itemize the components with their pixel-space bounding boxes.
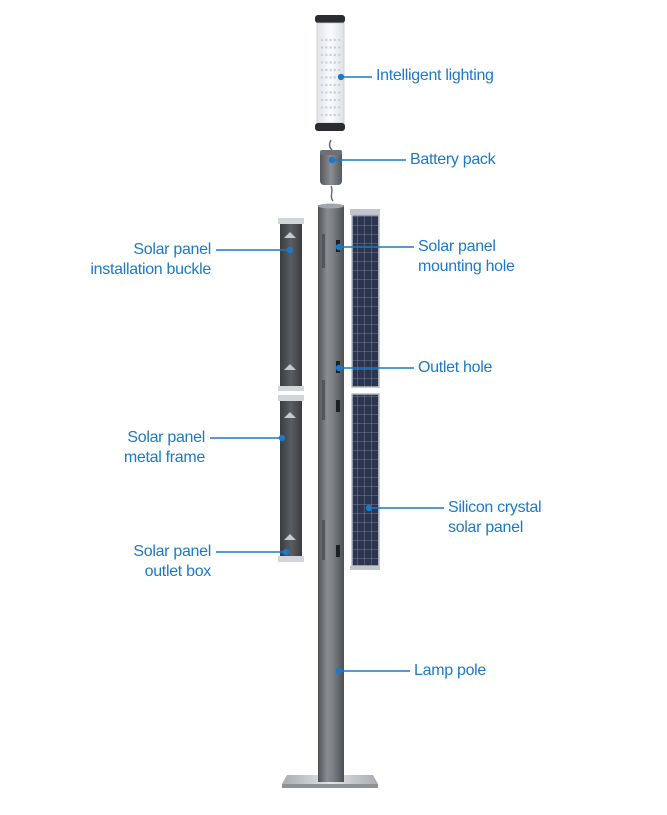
lamp-head: [315, 15, 345, 131]
label-battery-pack: Battery pack: [410, 151, 496, 168]
battery-pack: [320, 139, 342, 202]
led-dot: [325, 46, 328, 49]
metal-frame-upper: [278, 218, 304, 391]
led-dot: [338, 38, 341, 42]
led-dot: [325, 38, 328, 42]
led-dot: [320, 83, 324, 87]
leader-outlet-box-dot: [282, 548, 290, 556]
led-dot: [325, 106, 328, 109]
leader-installation-buckle-dot: [286, 246, 294, 254]
led-dot: [320, 53, 324, 57]
led-dot: [338, 106, 341, 109]
led-dot: [329, 91, 332, 94]
led-dot: [320, 106, 324, 109]
led-dot: [333, 113, 337, 117]
led-dot: [333, 68, 337, 72]
leader-silicon-panel-dot: [365, 504, 373, 512]
led-dot: [329, 61, 332, 64]
led-dot: [333, 61, 337, 64]
led-dot: [333, 46, 337, 49]
led-dot: [325, 113, 328, 117]
led-dot: [338, 68, 341, 72]
lamp-pole-body: [318, 203, 344, 782]
led-dot: [325, 76, 328, 79]
led-dot: [325, 91, 328, 94]
led-dot: [320, 98, 324, 102]
led-dot: [329, 68, 332, 72]
metal-frame-lower: [278, 395, 304, 562]
led-array: [320, 38, 341, 117]
led-dot: [325, 83, 328, 87]
led-dot: [320, 113, 324, 117]
led-dot: [338, 46, 341, 49]
led-dot: [333, 106, 337, 109]
led-dot: [333, 98, 337, 102]
leader-mounting-hole-dot: [335, 243, 343, 251]
led-dot: [333, 76, 337, 79]
led-dot: [338, 113, 341, 117]
solar-panel-lower: [350, 393, 380, 570]
led-dot: [329, 53, 332, 57]
led-dot: [333, 83, 337, 87]
led-dot: [338, 98, 341, 102]
led-dot: [333, 91, 337, 94]
label-outlet-hole: Outlet hole: [418, 359, 493, 376]
led-dot: [320, 91, 324, 94]
led-dot: [329, 113, 332, 117]
led-dot: [329, 76, 332, 79]
leader-lines: [210, 73, 444, 675]
led-dot: [329, 38, 332, 42]
led-dot: [325, 98, 328, 102]
led-dot: [320, 68, 324, 72]
led-dot: [329, 98, 332, 102]
led-dot: [329, 83, 332, 87]
leader-intelligent-lighting-dot: [337, 73, 345, 81]
led-dot: [320, 38, 324, 42]
led-dot: [320, 76, 324, 79]
led-dot: [333, 38, 337, 42]
led-dot: [320, 61, 324, 64]
leader-outlet-hole-dot: [335, 364, 343, 372]
led-dot: [338, 83, 341, 87]
led-dot: [338, 61, 341, 64]
label-intelligent-lighting: Intelligent lighting: [376, 67, 494, 84]
leader-battery-pack-dot: [328, 156, 336, 164]
leader-lamp-pole-dot: [335, 667, 343, 675]
led-dot: [320, 46, 324, 49]
led-dot: [333, 53, 337, 57]
led-dot: [329, 46, 332, 49]
solar-panel-upper: [350, 209, 380, 388]
led-dot: [325, 61, 328, 64]
led-dot: [329, 106, 332, 109]
leader-metal-frame-dot: [278, 434, 286, 442]
led-dot: [338, 53, 341, 57]
led-dot: [325, 53, 328, 57]
label-lamp-pole: Lamp pole: [414, 662, 487, 679]
led-dot: [325, 68, 328, 72]
led-dot: [338, 91, 341, 94]
